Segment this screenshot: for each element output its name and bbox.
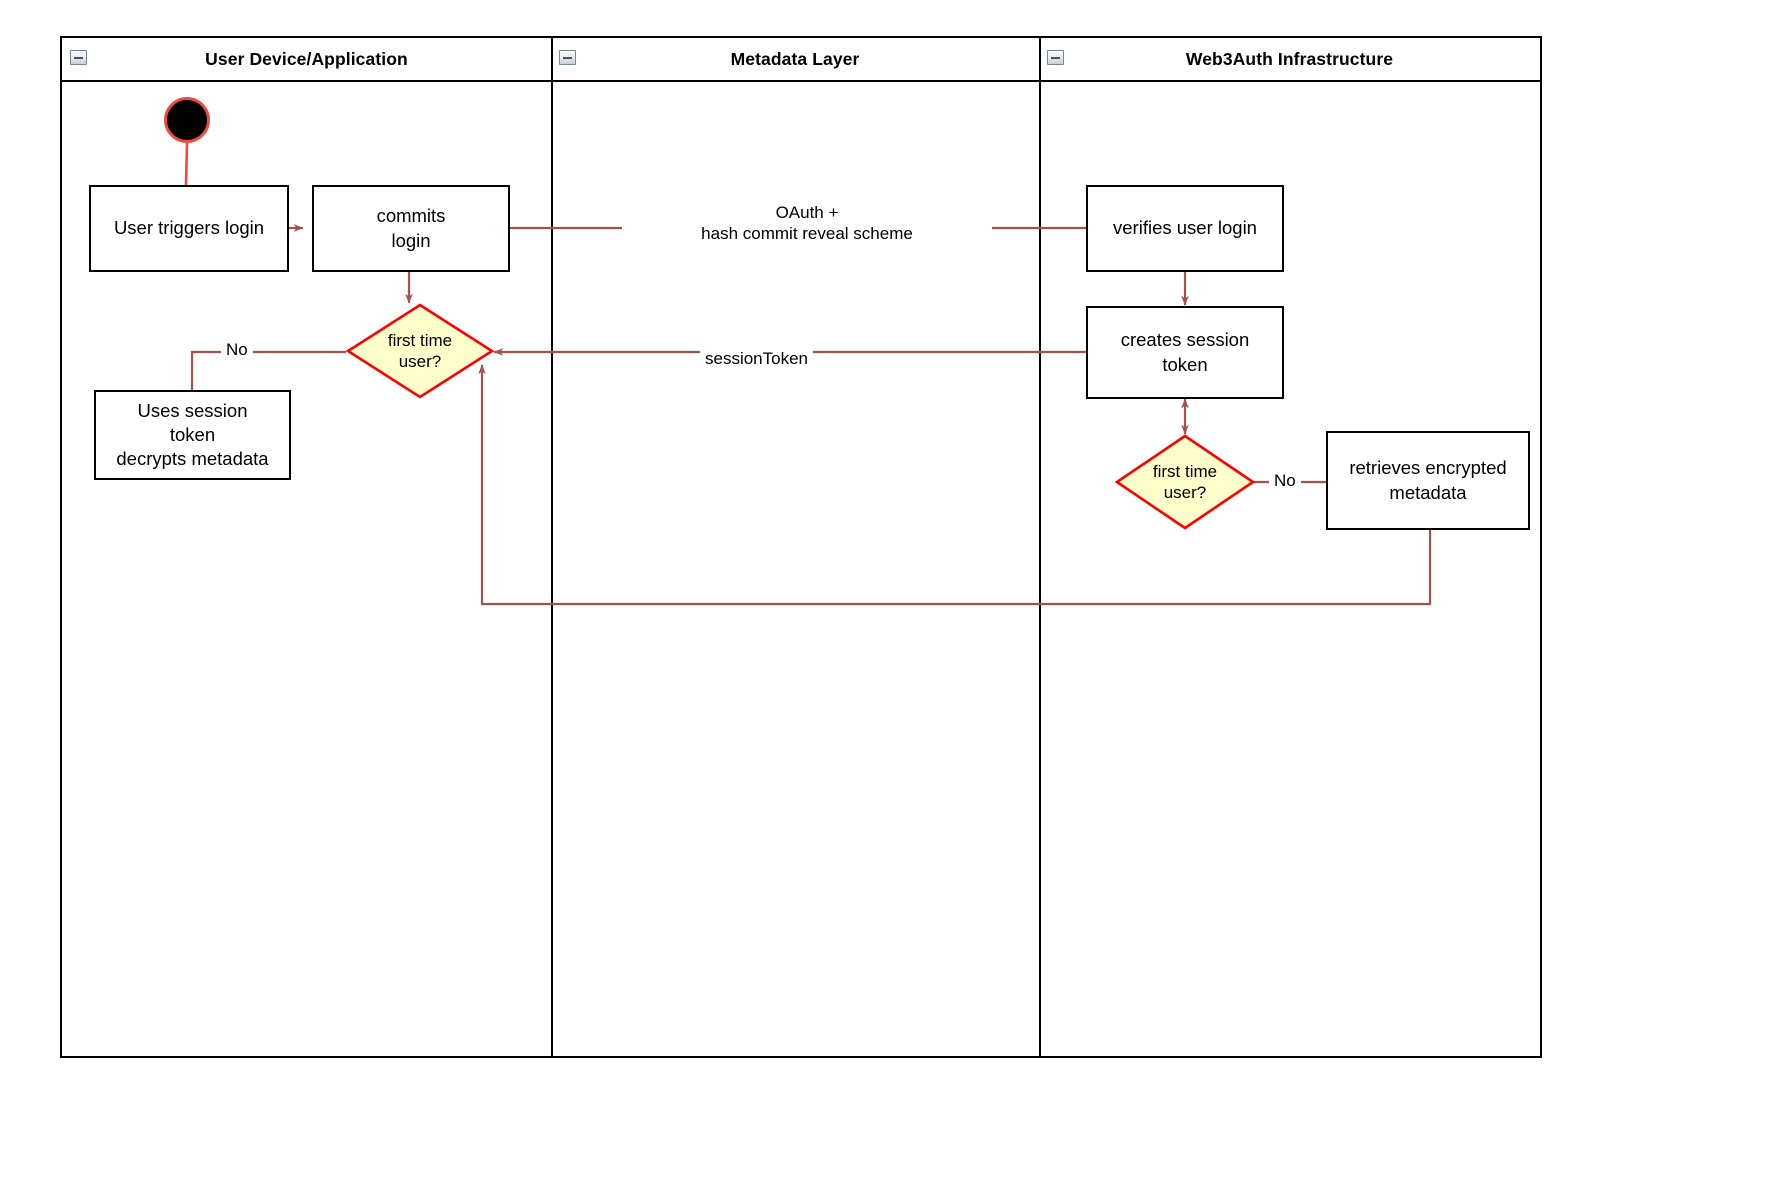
lane-title-user-device: User Device/Application: [205, 48, 408, 69]
collapse-minus-icon[interactable]: [70, 50, 87, 65]
activity-user-triggers-login[interactable]: User triggers login: [89, 185, 289, 272]
lane-header-metadata-layer[interactable]: Metadata Layer: [551, 38, 1039, 82]
lane-title-metadata-layer: Metadata Layer: [730, 48, 860, 69]
activity-label-line1: Uses session: [137, 399, 248, 421]
start-node: [164, 97, 210, 143]
collapse-minus-icon[interactable]: [559, 50, 576, 65]
decision-first-time-user-left[interactable]: first time user?: [346, 303, 494, 399]
activity-label-line1: commits: [376, 205, 446, 227]
edge-label-oauth-line1: OAuth +: [775, 203, 839, 222]
activity-label-line1: creates session: [1120, 329, 1250, 351]
lane-separator-2: [1039, 38, 1041, 1056]
activity-label-line2: token: [169, 423, 216, 445]
activity-label-line2: login: [391, 229, 431, 251]
decision-first-time-user-right[interactable]: first time user?: [1115, 434, 1255, 530]
lane-separator-1: [551, 38, 553, 1056]
edge-label-oauth-line2: hash commit reveal scheme: [701, 224, 913, 244]
activity-label-line2: metadata: [1389, 481, 1467, 503]
activity-label: verifies user login: [1113, 217, 1257, 239]
activity-label-line3: decrypts metadata: [116, 448, 269, 470]
edge-label-no-right: No: [1269, 470, 1301, 492]
activity-label-line2: token: [1162, 353, 1208, 375]
collapse-minus-icon[interactable]: [1047, 50, 1064, 65]
activity-label: User triggers login: [113, 217, 265, 239]
activity-verifies-user-login[interactable]: verifies user login: [1086, 185, 1284, 272]
activity-label-line1: retrieves encrypted: [1349, 457, 1507, 479]
activity-uses-session-token[interactable]: Uses session token decrypts metadata: [94, 390, 291, 480]
edge-label-oauth: OAuth + hash commit reveal scheme: [622, 202, 992, 245]
edge-label-no-left: No: [221, 339, 253, 361]
edge-label-session-token: sessionToken: [700, 348, 814, 370]
lane-header-web3auth[interactable]: Web3Auth Infrastructure: [1039, 38, 1540, 82]
activity-retrieves-encrypted-metadata[interactable]: retrieves encrypted metadata: [1326, 431, 1530, 530]
activity-creates-session-token[interactable]: creates session token: [1086, 306, 1284, 399]
diamond-shape: [1115, 434, 1255, 530]
lane-header-user-device[interactable]: User Device/Application: [62, 38, 551, 82]
activity-commits-login[interactable]: commits login: [312, 185, 510, 272]
lane-title-web3auth: Web3Auth Infrastructure: [1185, 48, 1394, 69]
diamond-shape: [346, 303, 494, 399]
